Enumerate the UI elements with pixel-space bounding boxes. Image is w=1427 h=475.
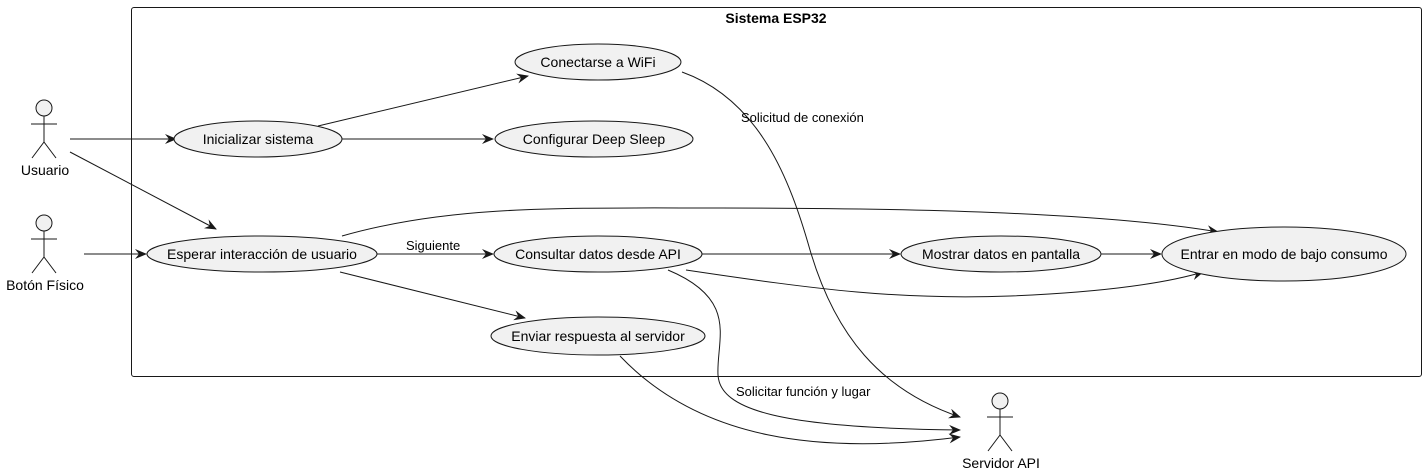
edge-label-conexion: Solicitud de conexión: [741, 110, 864, 125]
use-case-mostrar: Mostrar datos en pantalla: [900, 235, 1102, 273]
actor-usuario: [31, 99, 57, 159]
use-case-esperar: Esperar interacción de usuario: [146, 235, 378, 273]
edge-usuario-esperar: [69, 151, 217, 230]
use-case-enviar-label: Enviar respuesta al servidor: [511, 328, 685, 344]
edge-init-wifi: [317, 73, 529, 127]
actor-servidor: [987, 392, 1013, 452]
edge-wifi-servidor: [681, 71, 961, 419]
edge-esperar-enviar: [339, 271, 526, 321]
actor-boton-head: [35, 214, 53, 232]
use-case-entrar: Entrar en modo de bajo consumo: [1161, 226, 1407, 282]
use-case-wifi: Conectarse a WiFi: [514, 43, 682, 81]
use-case-consultar: Consultar datos desde API: [493, 235, 703, 273]
system-title: Sistema ESP32: [725, 10, 826, 26]
system-boundary: [131, 7, 1422, 377]
use-case-entrar-label: Entrar en modo de bajo consumo: [1180, 246, 1387, 262]
use-case-deep-label: Configurar Deep Sleep: [523, 131, 666, 147]
use-case-esperar-label: Esperar interacción de usuario: [167, 246, 357, 262]
edge-consultar-entrar: [685, 269, 1204, 298]
edge-esperar-entrar: [341, 207, 1219, 237]
edge-label-funcion: Solicitar función y lugar: [736, 384, 871, 399]
use-case-mostrar-label: Mostrar datos en pantalla: [922, 246, 1080, 262]
actor-usuario-head: [35, 99, 53, 117]
use-case-wifi-label: Conectarse a WiFi: [540, 54, 655, 70]
edge-label-siguiente: Siguiente: [406, 238, 460, 253]
use-case-deep: Configurar Deep Sleep: [494, 120, 694, 158]
actor-servidor-label: Servidor API: [962, 455, 1040, 471]
use-case-init-label: Inicializar sistema: [203, 131, 314, 147]
actor-usuario-label: Usuario: [21, 162, 69, 178]
use-case-enviar: Enviar respuesta al servidor: [490, 316, 706, 356]
edge-consultar-servidor: [667, 269, 961, 435]
edge-enviar-servidor: [619, 355, 961, 445]
actor-boton-label: Botón Físico: [6, 277, 84, 293]
edges: [69, 71, 1219, 445]
actor-boton: [31, 214, 57, 274]
actor-servidor-head: [991, 392, 1009, 410]
use-case-init: Inicializar sistema: [173, 120, 343, 158]
use-case-consultar-label: Consultar datos desde API: [515, 246, 681, 262]
